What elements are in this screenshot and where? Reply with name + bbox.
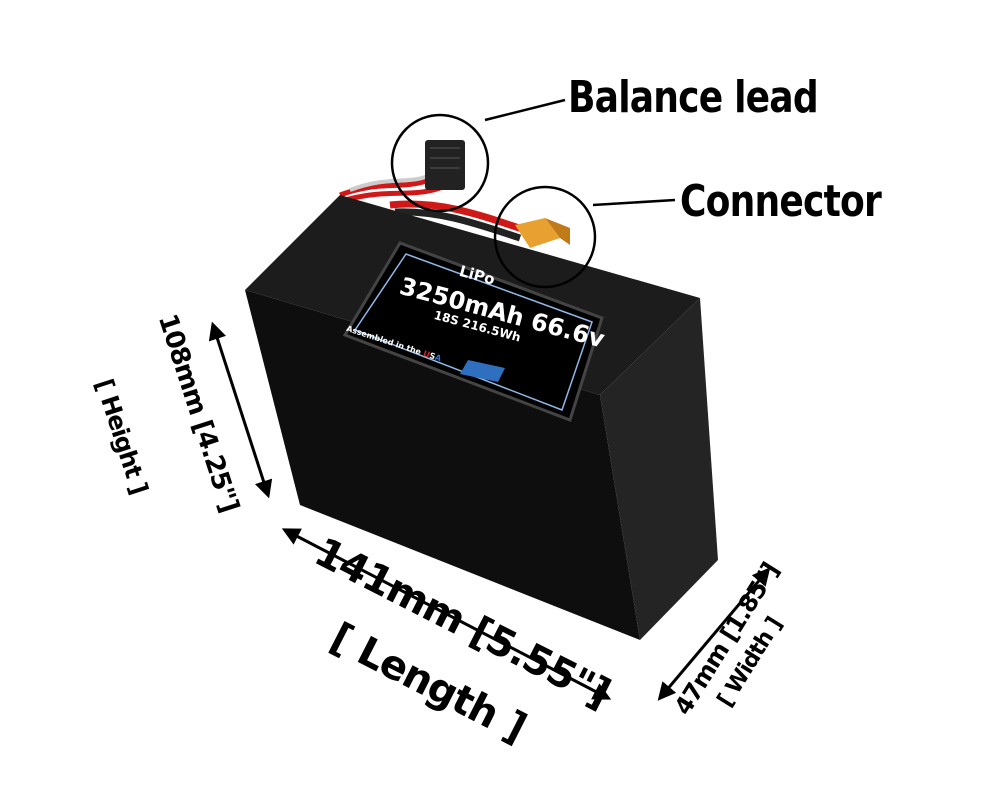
wires (339, 173, 527, 242)
brand-logo (460, 360, 505, 382)
connector-callout-circle (493, 185, 597, 289)
connector-leader-line (592, 198, 676, 207)
width-arrow (657, 567, 771, 701)
length-arrow (281, 528, 612, 700)
xt-connector (515, 218, 570, 248)
balance-plug (425, 140, 465, 190)
connector-label: Connector (680, 176, 882, 227)
balance-lead-callout-circle (390, 113, 490, 213)
battery-side-face (600, 298, 718, 640)
balance-lead-leader-line (484, 98, 566, 122)
balance-lead-label: Balance lead (568, 72, 819, 123)
height-arrow (208, 321, 273, 499)
